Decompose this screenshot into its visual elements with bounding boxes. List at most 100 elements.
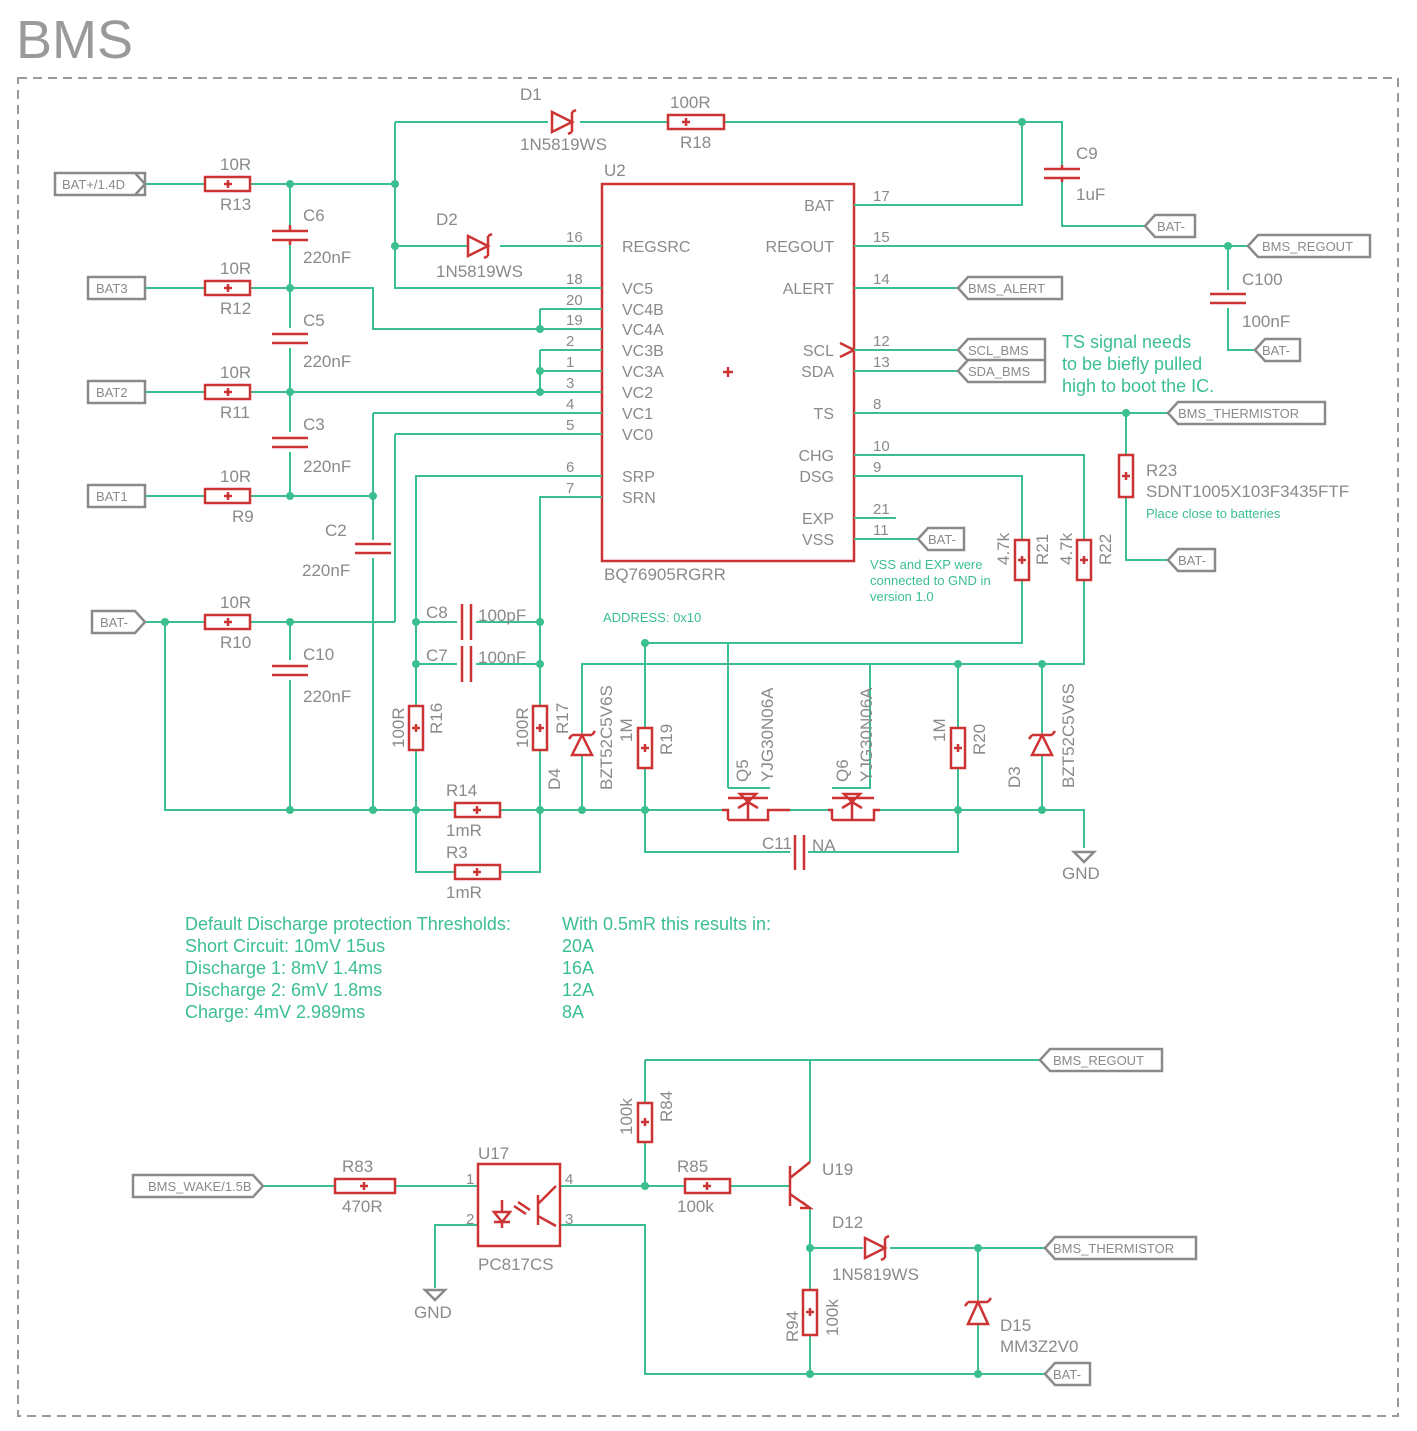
netlabel-bat-plus[interactable]: BAT+/1.4D	[53, 171, 147, 197]
diode-d12[interactable]: D12 1N5819WS	[832, 1213, 919, 1284]
capacitor-c100[interactable]: C100 100nF	[1210, 270, 1290, 331]
r22-value: 4.7k	[1057, 532, 1076, 565]
netlabel-bms-regout[interactable]: BMS_REGOUT	[1246, 233, 1372, 259]
netlabel-bat2[interactable]: BAT2	[86, 379, 147, 405]
resistor-r23[interactable]: R23 SDNT1005X103F3435FTF	[1117, 453, 1349, 501]
mosfet-q5[interactable]: Q5 YJG30N06A	[722, 687, 790, 822]
capacitor-c8[interactable]: C8 100pF	[426, 603, 526, 640]
netlabel-bat3[interactable]: BAT3	[86, 275, 147, 301]
netlabel-bms-thermistor[interactable]: BMS_THERMISTOR	[1166, 400, 1327, 426]
capacitor-c3[interactable]: C3 220nF	[272, 415, 351, 476]
r13-ref: R13	[220, 195, 251, 214]
netlabel-bat-minus-c100[interactable]: BAT-	[1253, 337, 1302, 363]
resistor-r12[interactable]: 10R R12	[203, 259, 252, 318]
c7-value: 100nF	[478, 648, 526, 667]
c3-value: 220nF	[303, 457, 351, 476]
c2-value: 220nF	[302, 561, 350, 580]
netlabel-sda-bms[interactable]: SDA_BMS	[956, 358, 1047, 384]
results-title: With 0.5mR this results in:	[562, 914, 771, 934]
zener-d15[interactable]: D15 MM3Z2V0	[964, 1297, 1078, 1356]
diode-d2[interactable]: D2 1N5819WS	[436, 210, 523, 281]
r94-ref: R94	[783, 1311, 802, 1342]
ic-pin-number: 17	[873, 188, 890, 205]
ts-note-line3: high to boot the IC.	[1062, 376, 1214, 396]
svg-text:BAT-: BAT-	[100, 615, 128, 630]
r17-ref: R17	[553, 703, 572, 734]
capacitor-c10[interactable]: C10 220nF	[272, 645, 351, 706]
result-short-circuit: 20A	[562, 936, 594, 956]
resistor-r18[interactable]: 100R R18	[666, 93, 726, 152]
diode-d1[interactable]: D1 1N5819WS	[520, 85, 607, 154]
resistor-r83[interactable]: R83 470R	[333, 1157, 397, 1216]
r21-value: 4.7k	[994, 532, 1013, 565]
netlabel-bms-regout-2[interactable]: BMS_REGOUT	[1038, 1047, 1164, 1073]
netlabel-bat-minus-bottom[interactable]: BAT-	[1043, 1361, 1092, 1387]
svg-text:BMS_REGOUT: BMS_REGOUT	[1262, 239, 1353, 254]
ic-pin-number: 2	[566, 333, 574, 350]
transistor-u19[interactable]: U19	[788, 1160, 853, 1210]
r83-ref: R83	[342, 1157, 373, 1176]
q5-ref: Q5	[733, 759, 752, 782]
ts-note-line1: TS signal needs	[1062, 332, 1191, 352]
ic-u2[interactable]: U2 BQ76905RGRR 16REGSRC18VC520VC4B19VC4A…	[560, 161, 896, 584]
place-close-note: Place close to batteries	[1146, 506, 1281, 521]
mosfet-q6[interactable]: Q6 YJG30N06A	[828, 687, 880, 822]
capacitor-c5[interactable]: C5 220nF	[272, 311, 351, 371]
u17-pin2: 2	[466, 1211, 474, 1228]
r17-value: 100R	[513, 707, 532, 748]
netlabel-bms-thermistor-2[interactable]: BMS_THERMISTOR	[1043, 1235, 1198, 1261]
capacitor-c9[interactable]: C9 1uF	[1044, 144, 1105, 204]
resistor-r19[interactable]: 1M R19	[617, 718, 676, 770]
resistor-r85[interactable]: R85 100k	[677, 1157, 732, 1216]
resistor-r9[interactable]: 10R R9	[203, 467, 254, 526]
netlabel-bat-minus-r23[interactable]: BAT-	[1166, 547, 1217, 573]
resistor-r13[interactable]: 10R R13	[203, 155, 252, 214]
r16-value: 100R	[389, 707, 408, 748]
d4-value: BZT52C5V6S	[597, 685, 616, 790]
netlabel-bms-wake[interactable]: BMS_WAKE/1.5B	[131, 1173, 265, 1199]
r23-value: SDNT1005X103F3435FTF	[1146, 482, 1349, 501]
ic-pin-name: VC4A	[622, 322, 664, 339]
u19-ref: U19	[822, 1160, 853, 1179]
capacitor-c7[interactable]: C7 100nF	[426, 646, 526, 682]
net-labels: BAT+/1.4D BAT3 BAT2 BAT1 BAT- BAT- BMS_R…	[53, 171, 1372, 1387]
resistor-r11[interactable]: 10R R11	[203, 363, 252, 422]
ic-pin-name: TS	[814, 406, 834, 423]
netlabel-bat1[interactable]: BAT1	[86, 483, 147, 509]
optocoupler-u17[interactable]: U17 PC817CS 1 2 3 4	[466, 1144, 573, 1274]
ic-pin-number: 13	[873, 354, 890, 371]
netlabel-bms-alert[interactable]: BMS_ALERT	[956, 275, 1064, 301]
ic-pin-number: 14	[873, 271, 890, 288]
r14-value: 1mR	[446, 821, 482, 840]
capacitor-c6[interactable]: C6 220nF	[272, 206, 351, 267]
ic-pin-name: REGOUT	[766, 239, 835, 256]
d1-value: 1N5819WS	[520, 135, 607, 154]
resistor-r16[interactable]: 100R R16	[389, 703, 446, 752]
resistor-r84[interactable]: 100k R84	[617, 1091, 676, 1144]
c6-ref: C6	[303, 206, 325, 225]
netlabel-bat-minus[interactable]: BAT-	[90, 609, 147, 635]
zener-d4[interactable]: D4 BZT52C5V6S	[545, 685, 616, 790]
resistor-r20[interactable]: 1M R20	[930, 718, 989, 770]
ic-pin-number: 10	[873, 438, 890, 455]
netlabel-bat-minus-c9[interactable]: BAT-	[1143, 213, 1197, 239]
capacitor-c2[interactable]: C2 220nF	[302, 521, 391, 580]
resistor-r22[interactable]: 4.7k R22	[1057, 532, 1115, 582]
resistor-r21[interactable]: 4.7k R21	[994, 532, 1052, 582]
capacitor-c11[interactable]: C11 NA	[762, 834, 836, 870]
resistor-r14[interactable]: R14 1mR	[446, 781, 502, 840]
netlabel-scl-bms[interactable]: SCL_BMS	[956, 337, 1047, 363]
resistor-r10[interactable]: 10R R10	[203, 593, 252, 652]
resistor-r94[interactable]: R94 100k	[783, 1288, 842, 1342]
resistor-r3[interactable]: R3 1mR	[446, 843, 502, 902]
netlabel-bat-minus-vss[interactable]: BAT-	[916, 526, 966, 552]
junction-dots	[161, 118, 1232, 1378]
zener-d3[interactable]: D3 BZT52C5V6S	[1005, 683, 1078, 788]
wires-bottom	[263, 1059, 1045, 1375]
svg-text:BAT-: BAT-	[928, 532, 956, 547]
resistor-r17[interactable]: 100R R17	[513, 703, 572, 752]
